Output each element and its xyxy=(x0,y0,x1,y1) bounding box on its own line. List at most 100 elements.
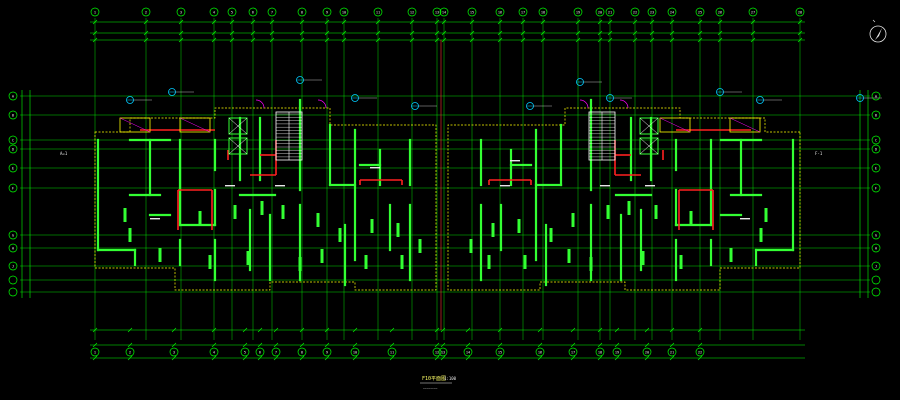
axis-bubble-circle xyxy=(642,347,652,357)
axis-bubble-left xyxy=(8,275,18,285)
axis-bubble-bottom: 17 xyxy=(568,347,578,357)
axis-bubble-circle xyxy=(339,7,349,17)
dimension-tick xyxy=(352,342,358,348)
axis-bubble-label: C xyxy=(12,138,14,142)
window-box xyxy=(119,117,151,133)
axis-bubble-top: 9 xyxy=(322,7,332,17)
dimension-tick xyxy=(644,355,650,361)
axis-bubble-label: 11 xyxy=(390,350,394,354)
dimension-tick xyxy=(434,342,440,348)
dimension-tick xyxy=(127,355,133,361)
axis-bubble-bottom: 10 xyxy=(350,347,360,357)
dimension-tick xyxy=(92,355,98,361)
wall-column xyxy=(338,228,342,242)
axis-bubble-circle xyxy=(518,7,528,17)
axis-bubble-label: 15 xyxy=(470,10,474,14)
axis-bubble-right xyxy=(871,287,881,297)
elevator-cross xyxy=(639,117,659,135)
axis-bubble-label: 6 xyxy=(252,10,254,14)
wall-column xyxy=(320,249,324,263)
axis-bubble-circle xyxy=(322,7,332,17)
axis-bubble-top: 7 xyxy=(267,7,277,17)
axis-bubble-right: F xyxy=(871,183,881,193)
wall-column xyxy=(606,205,610,219)
dimension-tick xyxy=(644,342,650,348)
stair-run xyxy=(588,111,616,161)
wall-column xyxy=(260,201,264,215)
dimension-tick xyxy=(389,355,395,361)
elevator-cross xyxy=(639,137,659,155)
axis-bubble-circle xyxy=(871,243,881,253)
axis-bubble-label: 6 xyxy=(259,350,261,354)
axis-bubble-bottom: 16 xyxy=(535,347,545,357)
room-label-mark xyxy=(275,185,285,187)
detail-bubble xyxy=(126,96,152,104)
axis-bubble-bottom: 11 xyxy=(387,347,397,357)
axis-bubble-bottom: 20 xyxy=(642,347,652,357)
axis-bubble-bottom: 2 xyxy=(125,347,135,357)
dimension-tick xyxy=(171,327,177,333)
wall-column xyxy=(627,201,631,215)
detail-bubble xyxy=(526,102,552,110)
detail-bubble xyxy=(756,96,782,104)
axis-bubble-top: 17 xyxy=(518,7,528,17)
axis-bubble-label: 22 xyxy=(633,10,637,14)
axis-bubble-label: 5 xyxy=(231,10,233,14)
wall-column xyxy=(517,219,521,233)
wall-column xyxy=(158,248,162,262)
axis-bubble-label: E xyxy=(12,166,14,170)
axis-bubble-label: C xyxy=(875,138,877,142)
axis-bubble-label: 14 xyxy=(442,10,446,14)
axis-bubble-bottom: 18 xyxy=(595,347,605,357)
axis-bubble-top: 20 xyxy=(595,7,605,17)
dimension-tick xyxy=(324,355,330,361)
axis-bubble-top: 19 xyxy=(573,7,583,17)
axis-bubble-label: A xyxy=(12,94,15,98)
wall-column xyxy=(589,257,593,271)
axis-bubble-circle xyxy=(871,163,881,173)
axis-bubble-circle xyxy=(322,347,332,357)
axis-bubble-top: 11 xyxy=(373,7,383,17)
axis-bubble-label: 1 xyxy=(94,10,96,14)
room-label-mark xyxy=(600,185,610,187)
axis-bubble-circle xyxy=(695,7,705,17)
dimension-tick xyxy=(273,327,279,333)
axis-bubble-right: B xyxy=(871,110,881,120)
axis-bubble-circle xyxy=(8,163,18,173)
wall-column xyxy=(567,249,571,263)
axis-bubble-label: 9 xyxy=(326,10,328,14)
axis-bubble-left: A xyxy=(8,91,18,101)
axis-bubble-label: 8 xyxy=(301,350,303,354)
detail-bubble xyxy=(296,76,322,84)
axis-bubble-top: 8 xyxy=(297,7,307,17)
window-diagonal xyxy=(729,117,761,133)
detail-bubble xyxy=(576,78,602,86)
axis-bubble-label: 2 xyxy=(129,350,131,354)
axis-bubble-label: F xyxy=(12,186,14,190)
axis-bubble-circle xyxy=(176,7,186,17)
axis-bubble-circle xyxy=(169,347,179,357)
axis-bubble-label: 16 xyxy=(538,350,542,354)
axis-bubble-circle xyxy=(871,183,881,193)
axis-bubble-circle xyxy=(209,347,219,357)
axis-bubble-circle xyxy=(8,230,18,240)
dimension-tick xyxy=(352,355,358,361)
wall-column xyxy=(491,223,495,237)
wall-column xyxy=(198,211,202,225)
dimension-tick xyxy=(211,355,217,361)
wall-column xyxy=(298,257,302,271)
wall-column xyxy=(729,248,733,262)
dimension-tick xyxy=(497,342,503,348)
axis-bubble-label: 21 xyxy=(670,350,674,354)
compass-icon xyxy=(869,19,887,43)
axis-bubble-bottom: 13 xyxy=(438,347,448,357)
dimension-tick xyxy=(597,355,603,361)
axis-bubble-bottom: 12 xyxy=(432,347,442,357)
window-box xyxy=(179,117,211,133)
axis-bubble-label: 3 xyxy=(180,10,182,14)
axis-bubble-label: 2 xyxy=(145,10,147,14)
door-swing-arc xyxy=(255,99,265,109)
axis-bubble-circle xyxy=(387,347,397,357)
wall-column xyxy=(364,255,368,269)
